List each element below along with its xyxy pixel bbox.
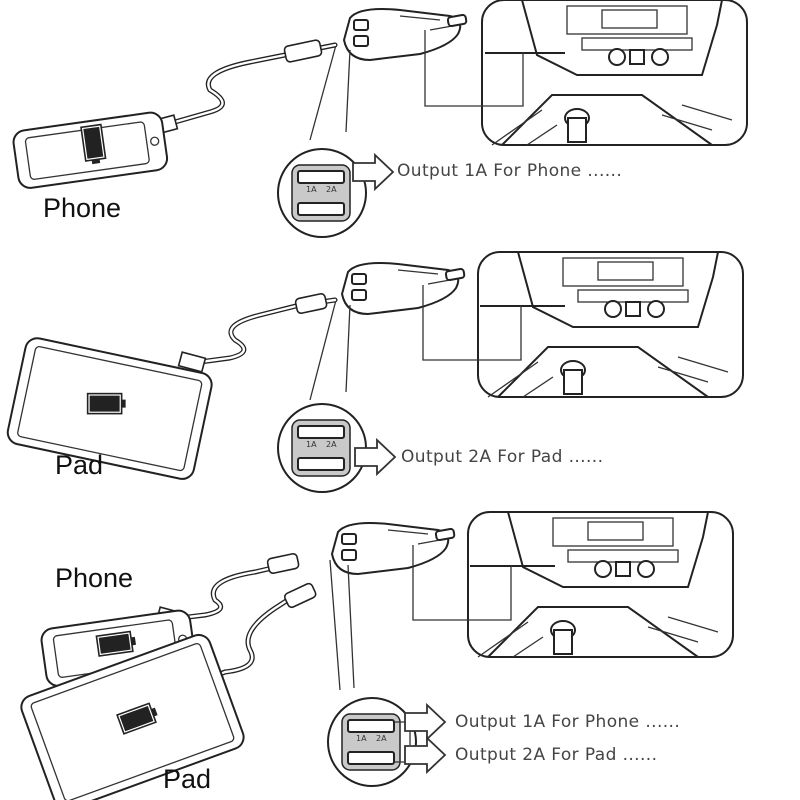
port-label-2a: 2A <box>326 185 337 194</box>
car-dashboard-icon <box>467 511 734 658</box>
port-label-2a: 2A <box>376 734 387 743</box>
car-charger-icon <box>341 262 466 315</box>
port-label-1a: 1A <box>356 734 367 743</box>
panel-3: 1A 2A <box>20 511 734 800</box>
port-label-1a: 1A <box>306 440 317 449</box>
device-label-pad: Pad <box>55 450 104 480</box>
port-zoom-icon <box>327 697 417 787</box>
car-charger-icon <box>343 8 468 61</box>
callout-line <box>412 545 512 621</box>
port-label-1a: 1A <box>306 185 317 194</box>
battery-icon <box>95 630 138 657</box>
device-label-phone: Phone <box>55 563 134 593</box>
panel-2: 1A 2A <box>4 251 744 493</box>
output-label: Output 1A For Phone ...... <box>455 712 681 732</box>
car-dashboard-icon <box>477 251 744 398</box>
device-label-phone: Phone <box>43 193 122 223</box>
callout-line <box>422 285 522 361</box>
panel-1: 1A 2A <box>11 0 748 238</box>
battery-icon <box>80 123 107 166</box>
port-zoom-icon <box>277 403 367 493</box>
output-label: Output 2A For Pad ...... <box>401 447 604 467</box>
zoom-lines <box>309 44 351 141</box>
tablet-icon <box>20 633 245 800</box>
output-label: Output 1A For Phone ...... <box>397 161 623 181</box>
callout-line <box>424 30 524 107</box>
zoom-lines <box>309 299 351 401</box>
car-dashboard-icon <box>481 0 748 146</box>
output-label: Output 2A For Pad ...... <box>455 745 658 765</box>
device-label-pad: Pad <box>163 764 212 794</box>
phone-icon <box>11 110 170 191</box>
car-charger-icon <box>331 522 456 575</box>
port-label-2a: 2A <box>326 440 337 449</box>
battery-icon <box>86 392 127 415</box>
zoom-lines <box>329 559 355 691</box>
